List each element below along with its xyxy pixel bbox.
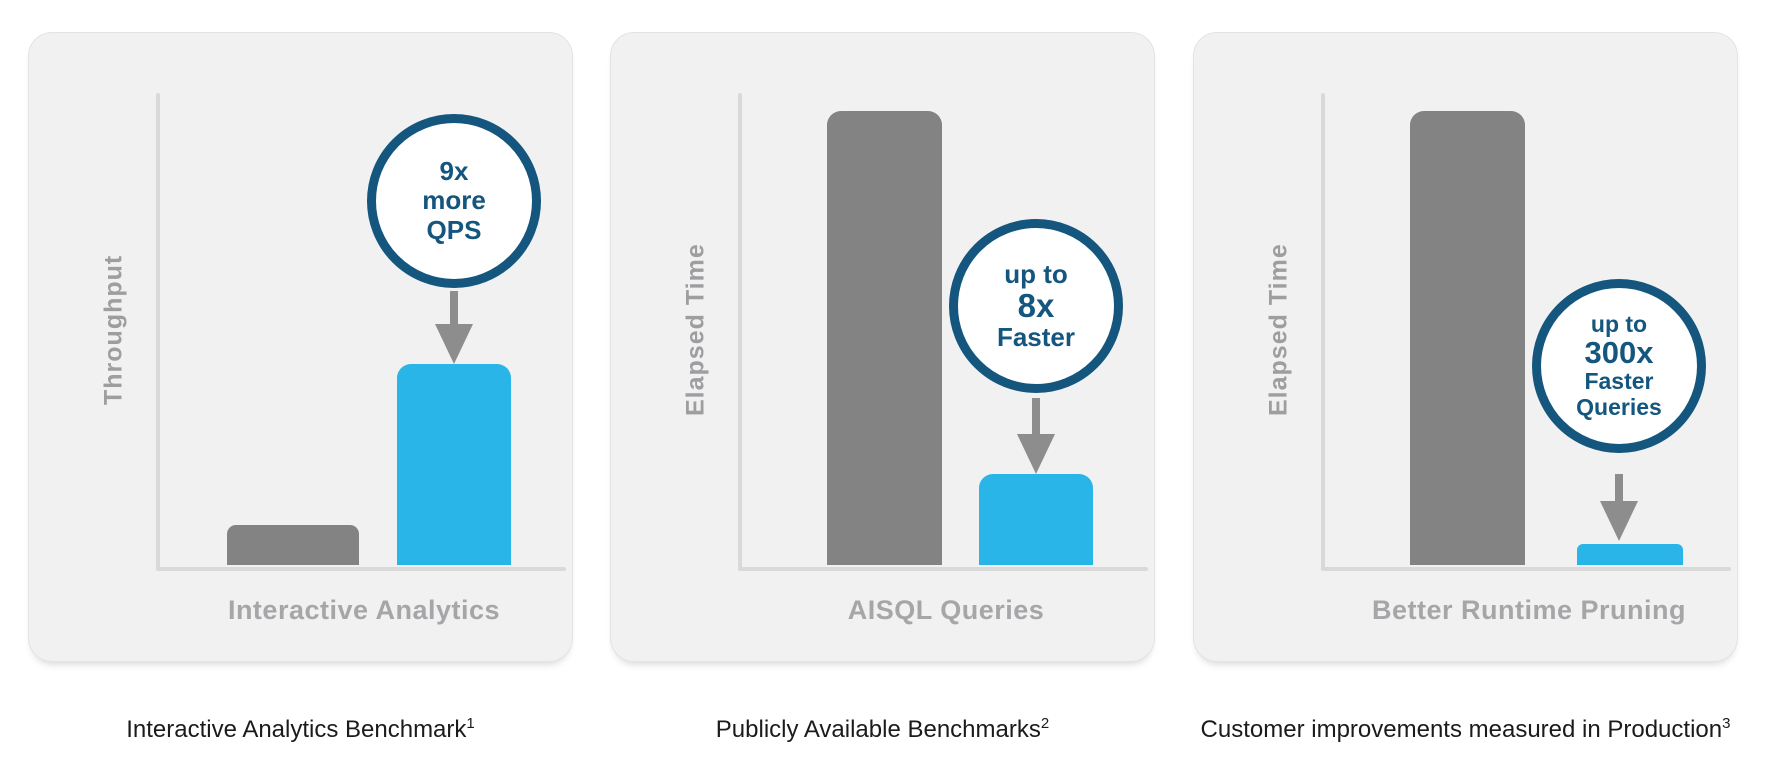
arrow-shaft bbox=[1032, 398, 1040, 434]
improved-bar bbox=[979, 474, 1093, 565]
arrow-shaft bbox=[450, 291, 458, 324]
y-axis-label: Elapsed Time bbox=[681, 243, 710, 417]
chart-card-interactive-analytics: Throughput 9x more QPS Interactive Analy… bbox=[28, 32, 573, 662]
caption-text: Interactive Analytics Benchmark bbox=[126, 716, 467, 743]
arrow-head bbox=[1017, 434, 1055, 474]
figure-caption: Publicly Available Benchmarks2 bbox=[610, 716, 1155, 744]
arrow-shaft bbox=[1615, 474, 1623, 501]
x-axis-label: Interactive Analytics bbox=[227, 595, 501, 625]
y-axis-label: Elapsed Time bbox=[1264, 243, 1293, 417]
callout-badge: 9x more QPS bbox=[367, 114, 541, 288]
badge-line: 8x bbox=[1017, 287, 1055, 325]
caption-text: Customer improvements measured in Produc… bbox=[1200, 716, 1723, 743]
figure-caption: Customer improvements measured in Produc… bbox=[1193, 716, 1738, 744]
badge-line: Faster bbox=[996, 321, 1076, 352]
arrow-head bbox=[1600, 501, 1638, 541]
badge-line: 300x bbox=[1584, 335, 1654, 371]
y-axis-line bbox=[1321, 93, 1325, 571]
baseline-bar bbox=[827, 111, 942, 565]
x-axis-label: AISQL Queries bbox=[847, 595, 1045, 625]
baseline-bar bbox=[1410, 111, 1525, 565]
footnote-marker: 3 bbox=[1722, 715, 1731, 732]
chart-card-runtime-pruning: Elapsed Time up to 300x Faster Queries B… bbox=[1193, 32, 1738, 662]
badge-line: QPS bbox=[426, 214, 482, 245]
badge-line: more bbox=[422, 185, 486, 216]
x-axis-label: Better Runtime Pruning bbox=[1371, 595, 1686, 625]
x-axis-line bbox=[738, 567, 1148, 571]
callout-badge: up to 8x Faster bbox=[949, 219, 1123, 393]
figure-caption: Interactive Analytics Benchmark1 bbox=[28, 716, 573, 744]
down-arrow-icon bbox=[1600, 474, 1638, 541]
baseline-bar bbox=[227, 525, 359, 565]
callout-badge: up to 300x Faster Queries bbox=[1532, 279, 1706, 453]
y-axis-line bbox=[156, 93, 160, 571]
badge-line: Queries bbox=[1576, 393, 1662, 420]
arrow-head bbox=[435, 324, 473, 364]
badge-line: up to bbox=[1590, 310, 1648, 337]
footnote-marker: 1 bbox=[466, 715, 475, 732]
x-axis-line bbox=[1321, 567, 1731, 571]
badge-text: up to 300x Faster Queries bbox=[1576, 310, 1662, 421]
badge-text: 9x more QPS bbox=[422, 157, 486, 244]
badge-line: 9x bbox=[439, 156, 469, 187]
down-arrow-icon bbox=[1017, 398, 1055, 474]
x-axis-line bbox=[156, 567, 566, 571]
improved-bar bbox=[397, 364, 511, 565]
footnote-marker: 2 bbox=[1040, 715, 1050, 732]
down-arrow-icon bbox=[435, 291, 473, 364]
badge-line: up to bbox=[1004, 259, 1068, 290]
badge-text: up to 8x Faster bbox=[996, 259, 1076, 352]
y-axis-line bbox=[738, 93, 742, 571]
badge-line: Faster bbox=[1584, 367, 1654, 394]
chart-card-aisql-queries: Elapsed Time up to 8x Faster AISQL Queri… bbox=[610, 32, 1155, 662]
improved-bar bbox=[1577, 544, 1683, 565]
y-axis-label: Throughput bbox=[99, 254, 128, 406]
caption-text: Publicly Available Benchmarks bbox=[715, 716, 1041, 743]
